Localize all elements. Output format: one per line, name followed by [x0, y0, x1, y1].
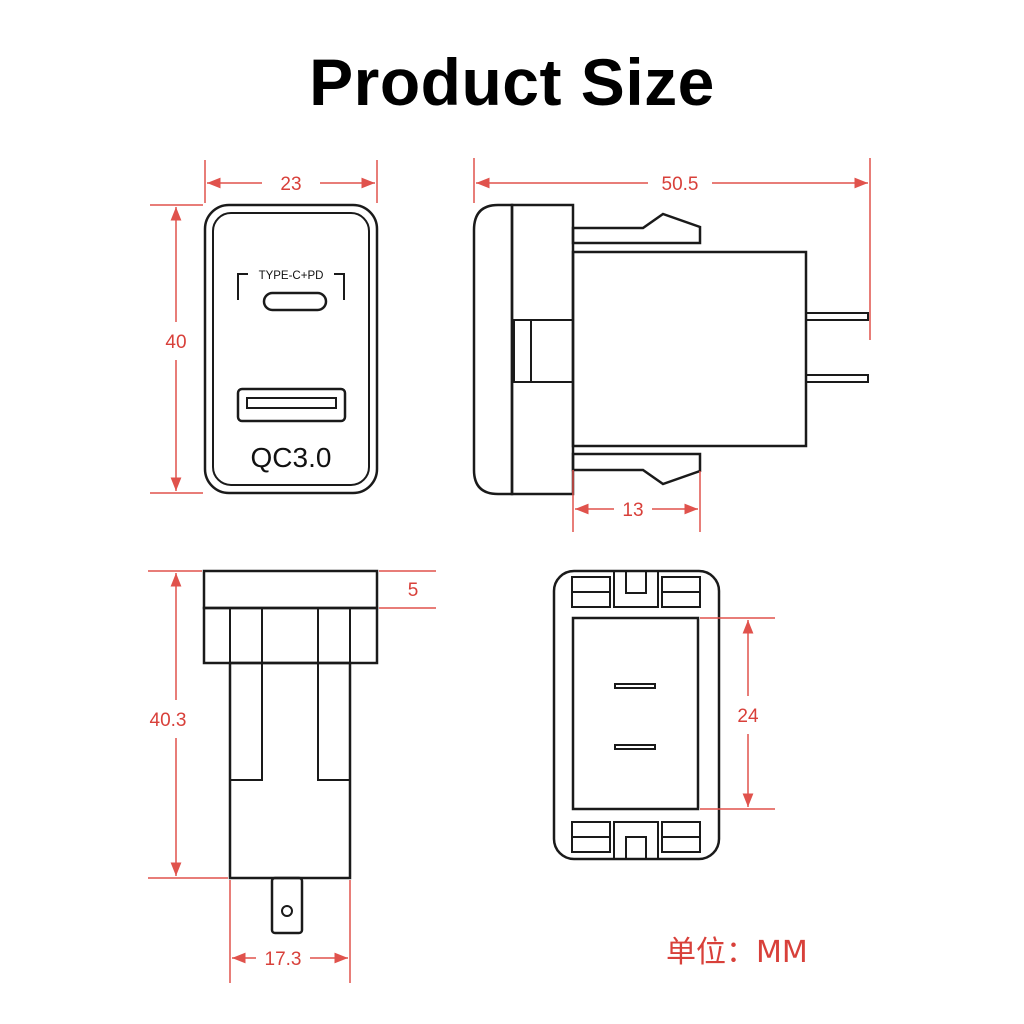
- side-view: 50.5 13: [472, 158, 871, 532]
- bottom-body: [228, 661, 352, 880]
- side-pin-bottom: [805, 374, 869, 383]
- rear-bottom-latch: [613, 821, 659, 860]
- bottom-clip-right: [317, 663, 350, 781]
- rear-top-latch: [613, 570, 659, 608]
- side-bezel: [510, 203, 575, 496]
- side-pin-top: [805, 312, 869, 321]
- type-c-bracket: [237, 273, 345, 300]
- bottom-flange-dim: 5: [408, 580, 419, 601]
- side-bottom-clip: [571, 452, 702, 486]
- rear-view: 24: [552, 569, 775, 861]
- side-face-cap: [472, 203, 514, 496]
- usb-a-tongue: [246, 397, 337, 409]
- rear-terminal-slot-1: [614, 683, 656, 689]
- front-inner-face: [212, 212, 370, 486]
- bottom-view: 5 40.3 17.3: [148, 569, 436, 983]
- front-height-dim: 40: [165, 332, 186, 353]
- rear-outer-shell: [552, 569, 721, 861]
- unit-label: 单位：MM: [666, 935, 808, 970]
- qc-label: QC3.0: [251, 442, 332, 473]
- type-c-label: TYPE-C+PD: [259, 270, 324, 282]
- side-top-clip: [571, 212, 702, 245]
- side-notch: [513, 319, 532, 383]
- rear-bottom-latch-inner: [625, 836, 647, 860]
- bottom-face-plate: [202, 569, 379, 610]
- page-title: Product Size: [309, 45, 715, 119]
- side-clip-dim: 13: [622, 500, 643, 521]
- rear-terminal-slot-2: [614, 744, 656, 750]
- bottom-height-dim: 40.3: [150, 710, 187, 731]
- front-outer-shell: [203, 203, 379, 495]
- rear-inner-body: [571, 616, 700, 811]
- bottom-clip-left: [230, 663, 263, 781]
- type-c-port: [262, 291, 328, 312]
- side-length-dim: 50.5: [662, 174, 699, 195]
- side-body: [571, 250, 808, 448]
- usb-a-port: [236, 387, 347, 423]
- bottom-terminal: [270, 876, 304, 935]
- bottom-terminal-hole: [281, 905, 293, 917]
- front-width-dim: 23: [280, 174, 301, 195]
- bottom-width-dim: 17.3: [265, 949, 302, 970]
- front-view: TYPE-C+PD QC3.0 23 40: [150, 160, 379, 495]
- rear-terminal-dim: 24: [737, 706, 759, 727]
- rear-top-latch-inner: [625, 570, 647, 594]
